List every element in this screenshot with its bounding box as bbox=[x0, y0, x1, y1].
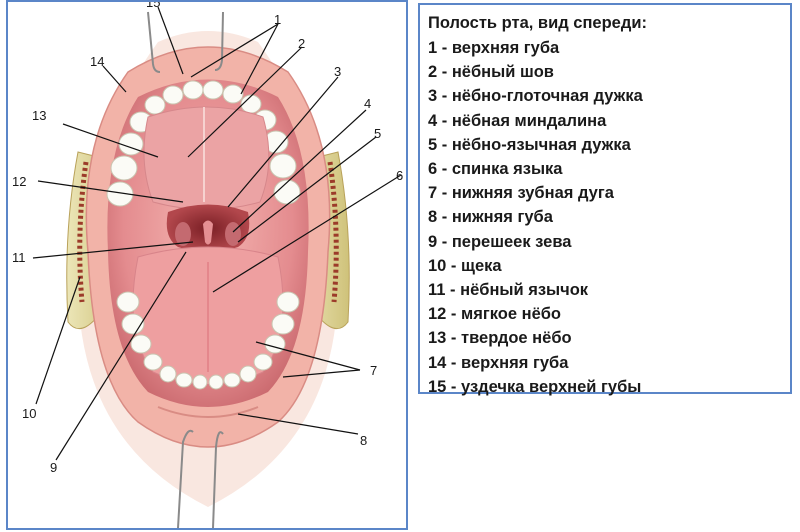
legend-item: 10 - щека bbox=[428, 256, 502, 275]
legend-item: 6 - спинка языка bbox=[428, 160, 563, 179]
legend-item: 14 - верхняя губа bbox=[428, 353, 569, 372]
legend-item: 7 - нижняя зубная дуга bbox=[428, 184, 614, 203]
right-tonsil bbox=[225, 222, 241, 246]
label-1: 1 bbox=[274, 12, 281, 27]
legend-item: 8 - нижняя губа bbox=[428, 208, 553, 227]
retractor-hooks bbox=[147, 11, 224, 528]
label-11: 11 bbox=[12, 250, 26, 265]
label-14: 14 bbox=[90, 54, 104, 69]
legend-title: Полость рта, вид спереди: bbox=[428, 14, 647, 32]
label-15: 15 bbox=[146, 2, 160, 10]
label-2: 2 bbox=[298, 36, 305, 51]
legend-item: 9 - перешеек зева bbox=[428, 232, 572, 251]
anatomy-figure: 1 2 3 4 5 6 7 8 9 10 11 12 13 14 15 bbox=[6, 0, 408, 530]
label-3: 3 bbox=[334, 64, 341, 79]
lower-dental-arch bbox=[116, 291, 300, 390]
legend-item: 4 - нёбная миндалина bbox=[428, 111, 607, 130]
legend-box: Полость рта, вид спереди: 1 - верхняя гу… bbox=[418, 3, 792, 396]
label-13: 13 bbox=[32, 108, 46, 123]
leader-lines bbox=[32, 6, 402, 461]
left-tonsil bbox=[175, 222, 191, 246]
legend-item: 2 - нёбный шов bbox=[428, 63, 554, 82]
hard-palate bbox=[143, 106, 270, 210]
uvula bbox=[203, 220, 213, 245]
legend-item: 5 - нёбно-язычная дужка bbox=[428, 135, 631, 154]
legend-item: 15 - уздечка верхней губы bbox=[428, 377, 642, 396]
label-9: 9 bbox=[50, 460, 57, 475]
label-10: 10 bbox=[22, 406, 36, 421]
label-5: 5 bbox=[374, 126, 381, 141]
upper-dental-arch bbox=[106, 80, 301, 207]
label-12: 12 bbox=[12, 174, 26, 189]
label-4: 4 bbox=[364, 96, 371, 111]
legend-item: 13 - твердое нёбо bbox=[428, 329, 572, 348]
oral-cavity-illustration: 1 2 3 4 5 6 7 8 9 10 11 12 13 14 15 bbox=[12, 2, 403, 528]
legend-item: 11 - нёбный язычок bbox=[428, 281, 589, 300]
legend-item: 3 - нёбно-глоточная дужка bbox=[428, 87, 643, 106]
legend-item: 1 - верхняя губа bbox=[428, 39, 560, 57]
legend-item: 12 - мягкое нёбо bbox=[428, 305, 562, 324]
label-8: 8 bbox=[360, 433, 367, 448]
label-7: 7 bbox=[370, 363, 377, 378]
number-labels: 1 2 3 4 5 6 7 8 9 10 11 12 13 14 15 bbox=[12, 2, 403, 475]
label-6: 6 bbox=[396, 168, 403, 183]
legend-list: 1 - верхняя губа 2 - нёбный шов 3 - нёбн… bbox=[428, 36, 790, 399]
